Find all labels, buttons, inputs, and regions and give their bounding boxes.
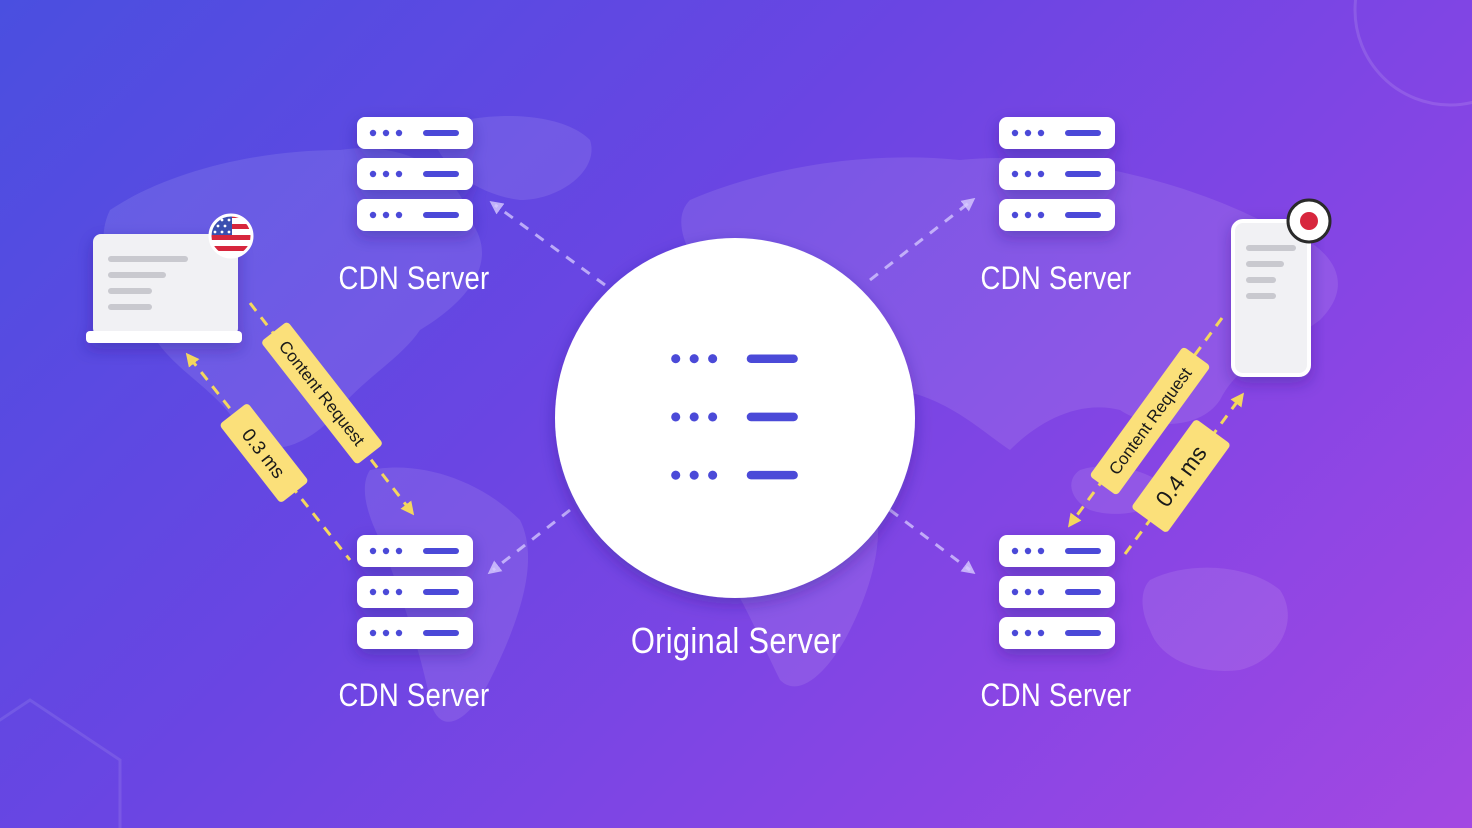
laptop-icon <box>86 234 242 343</box>
japan-flag-icon <box>1286 198 1332 244</box>
cdn-server-top-right <box>999 117 1115 231</box>
server-icon <box>357 117 473 231</box>
cdn-server-bottom-left <box>357 535 473 649</box>
original-server-node <box>555 238 915 598</box>
cdn-server-top-right-label: CDN Server <box>980 260 1132 296</box>
cdn-server-bottom-left-label: CDN Server <box>338 677 490 713</box>
server-icon <box>999 117 1115 231</box>
cdn-server-bottom-right-label: CDN Server <box>980 677 1132 713</box>
decorative-hexagon <box>0 698 122 828</box>
server-icon <box>357 535 473 649</box>
origin-distribution-arrows <box>487 197 976 575</box>
original-server-label: Original Server <box>630 620 842 661</box>
smartphone-icon <box>1231 219 1311 377</box>
server-icon <box>999 535 1115 649</box>
cdn-server-top-left-label: CDN Server <box>338 260 490 296</box>
server-icon <box>653 336 818 498</box>
cdn-server-bottom-right <box>999 535 1115 649</box>
us-flag-icon <box>208 213 254 259</box>
decorative-ring <box>1353 0 1472 107</box>
cdn-server-top-left <box>357 117 473 231</box>
